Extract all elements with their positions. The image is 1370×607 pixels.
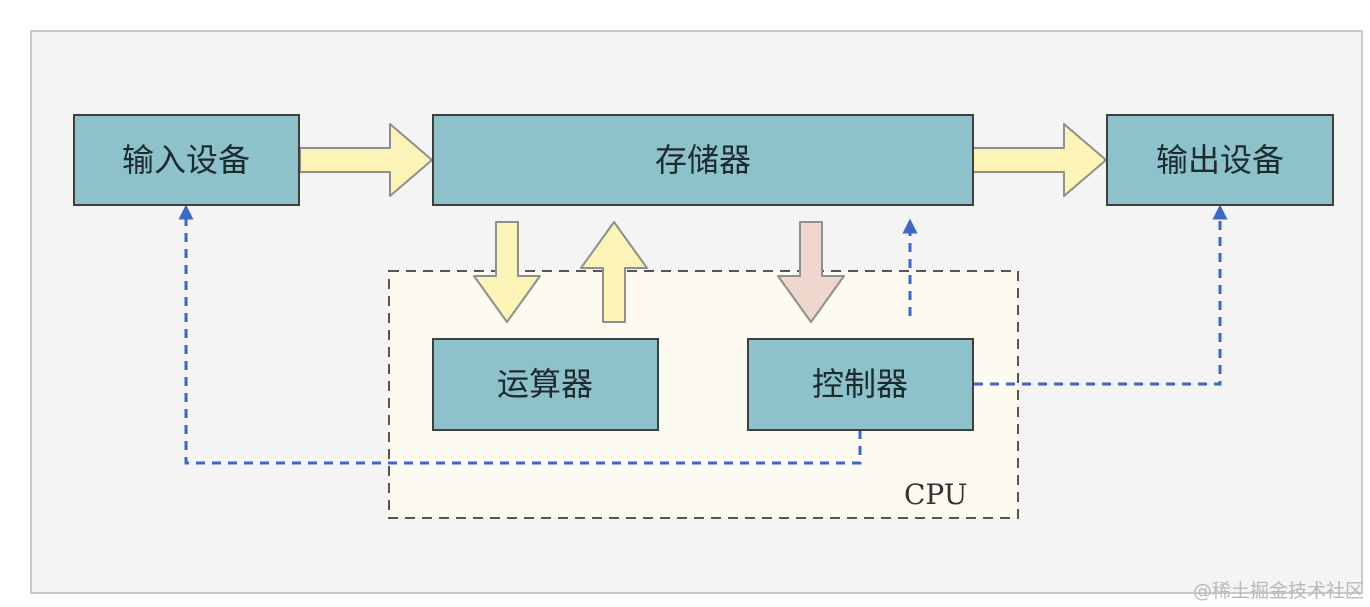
arrow-input-to-memory (299, 123, 433, 197)
memory-label: 存储器 (655, 141, 751, 179)
arrow-alu-to-memory (580, 221, 648, 323)
cpu-label: CPU (904, 478, 967, 511)
watermark: @稀土掘金技术社区 (1192, 580, 1364, 602)
arrow-memory-to-alu (473, 221, 541, 323)
arrow-memory-to-output (972, 123, 1107, 197)
control-unit-box: 控制器 (747, 338, 974, 431)
alu-label: 运算器 (497, 365, 593, 403)
input-device-box: 输入设备 (73, 114, 300, 206)
input-device-label: 输入设备 (122, 141, 250, 179)
control-line-to-input (178, 204, 862, 465)
memory-box: 存储器 (432, 114, 974, 206)
arrow-memory-to-control (777, 221, 845, 323)
output-device-label: 输出设备 (1156, 141, 1284, 179)
control-line-to-output (974, 204, 1228, 386)
alu-box: 运算器 (432, 338, 659, 431)
output-device-box: 输出设备 (1106, 114, 1334, 206)
control-unit-label: 控制器 (812, 365, 908, 403)
